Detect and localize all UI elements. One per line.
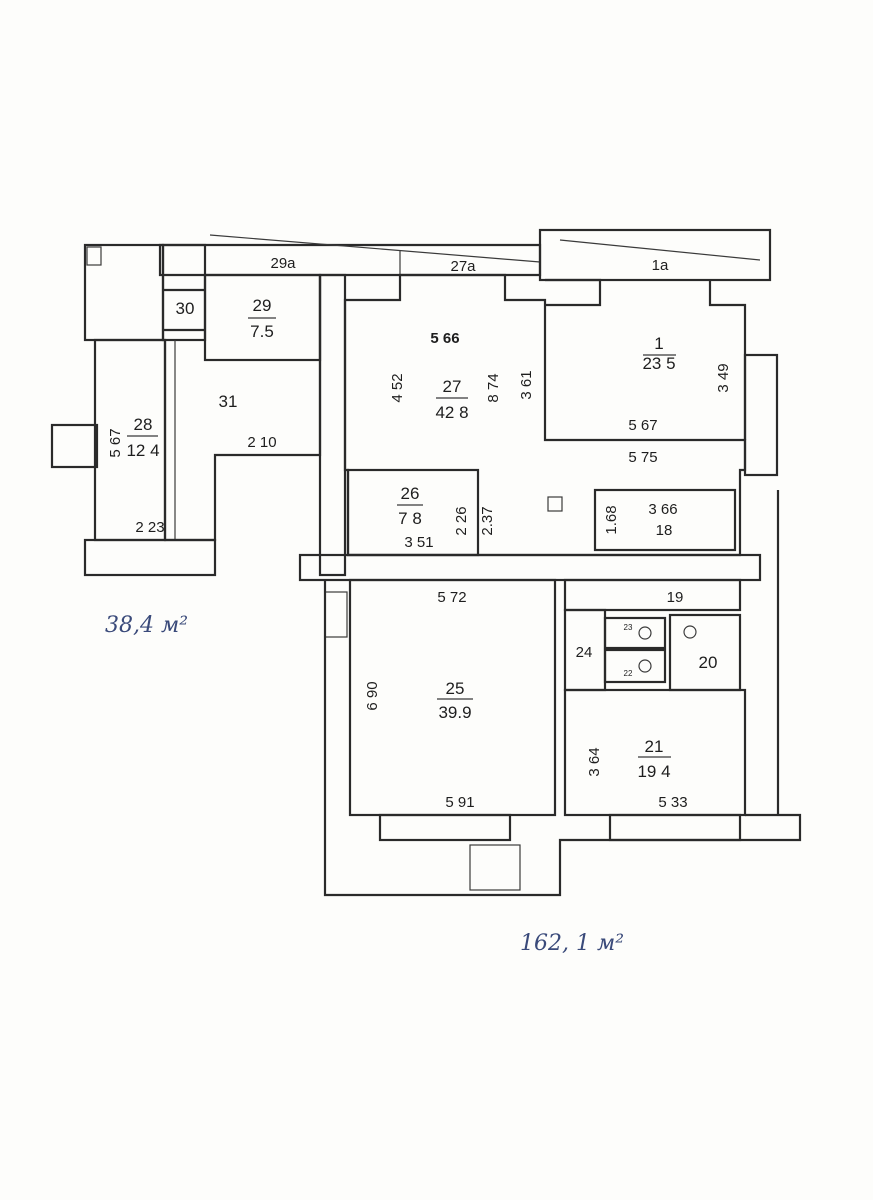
dim-label: 5 67: [107, 428, 124, 457]
room-28-area: 12 4: [126, 441, 159, 460]
dim-label: 2 26: [453, 506, 470, 535]
dim-label: 3 61: [518, 370, 535, 399]
dim-label: 5 66: [430, 330, 459, 347]
room-26-area: 7 8: [398, 509, 422, 528]
room-21-area: 19 4: [637, 762, 670, 781]
dim-label: 5 72: [437, 589, 466, 606]
room-1-number: 1: [654, 334, 663, 353]
room-labels: 29a 27a 1a 30 29 7.5 31 28 12 4 27 42 8 …: [126, 255, 717, 781]
room-18-label: 18: [656, 522, 673, 539]
room-23-label: 23: [624, 623, 633, 632]
room-27a-label: 27a: [450, 258, 476, 275]
dim-label: 3 64: [586, 747, 603, 776]
room-20-label: 20: [699, 653, 718, 672]
room-25-number: 25: [446, 679, 465, 698]
dimension-labels: 5 66 4 52 8 74 3 61 3 49 5 67 5 75 3 66 …: [107, 330, 732, 811]
room-19-label: 19: [667, 589, 684, 606]
handwritten-area-left: 38,4 м²: [105, 613, 188, 638]
handwritten-area-main: 162, 1 м²: [520, 931, 624, 956]
dim-label: 2 23: [135, 519, 164, 536]
room-21-number: 21: [645, 737, 664, 756]
dim-label: 8 74: [485, 373, 502, 402]
room-26-number: 26: [401, 484, 420, 503]
room-29a-label: 29a: [270, 255, 296, 272]
room-29-number: 29: [253, 296, 272, 315]
dim-label: 2 10: [247, 434, 276, 451]
room-31-label: 31: [219, 392, 238, 411]
room-25-area: 39.9: [438, 703, 471, 722]
dim-label: 5 75: [628, 449, 657, 466]
dim-label: 6 90: [364, 681, 381, 710]
dim-label: 3 66: [648, 501, 677, 518]
dim-label: 1.68: [603, 505, 620, 534]
room-22-label: 22: [624, 669, 633, 678]
room-27-number: 27: [443, 377, 462, 396]
walls: [50, 228, 802, 897]
room-28-number: 28: [134, 415, 153, 434]
room-1-area: 23 5: [642, 354, 675, 373]
dim-label: 5 33: [658, 794, 687, 811]
room-30-label: 30: [176, 299, 195, 318]
room-24-label: 24: [576, 644, 593, 661]
room-29-area: 7.5: [250, 322, 274, 341]
dim-label: 2.37: [479, 506, 496, 535]
dim-label: 3 49: [715, 363, 732, 392]
dim-label: 5 67: [628, 417, 657, 434]
dim-label: 3 51: [404, 534, 433, 551]
dim-label: 4 52: [389, 373, 406, 402]
room-1a-label: 1a: [652, 257, 669, 274]
dim-label: 5 91: [445, 794, 474, 811]
room-27-area: 42 8: [435, 403, 468, 422]
